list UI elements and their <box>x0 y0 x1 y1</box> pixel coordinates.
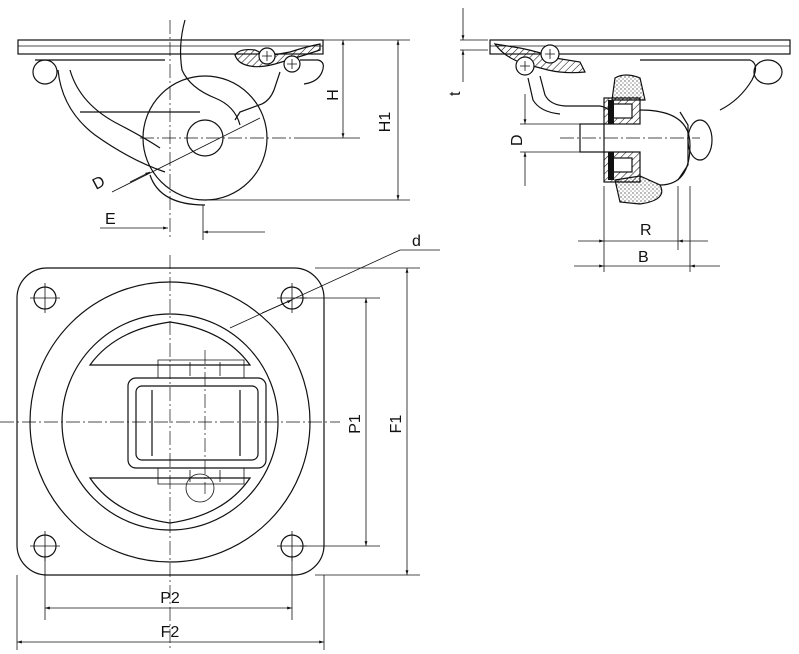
top-plate-outline <box>16 267 325 576</box>
top-wheel-housing <box>127 377 267 469</box>
front-raceway <box>234 43 321 68</box>
label-h: H <box>325 89 342 101</box>
top-view: d P1 F1 P2 F2 <box>0 233 440 650</box>
front-fork <box>57 69 166 173</box>
label-r: R <box>640 222 652 239</box>
label-d-upper: D <box>90 173 108 193</box>
label-h1: H1 <box>377 112 394 133</box>
label-p2: P2 <box>160 590 180 607</box>
side-plate <box>489 39 791 55</box>
label-t: t <box>447 91 464 96</box>
side-bracket <box>539 75 613 116</box>
side-view: t D <box>447 8 791 272</box>
label-p1: P1 <box>347 414 364 434</box>
front-view: H H1 D E <box>17 19 410 240</box>
side-wheel <box>639 109 691 186</box>
label-f1: F1 <box>388 415 405 434</box>
label-b: B <box>638 249 649 266</box>
side-raceway <box>493 43 586 74</box>
label-d-small: d <box>412 233 421 250</box>
label-d-side: D <box>509 134 526 146</box>
front-flange <box>35 59 324 85</box>
front-plate <box>17 39 324 55</box>
front-wheel <box>142 75 268 201</box>
label-e: E <box>105 211 116 228</box>
label-f2: F2 <box>161 624 180 641</box>
